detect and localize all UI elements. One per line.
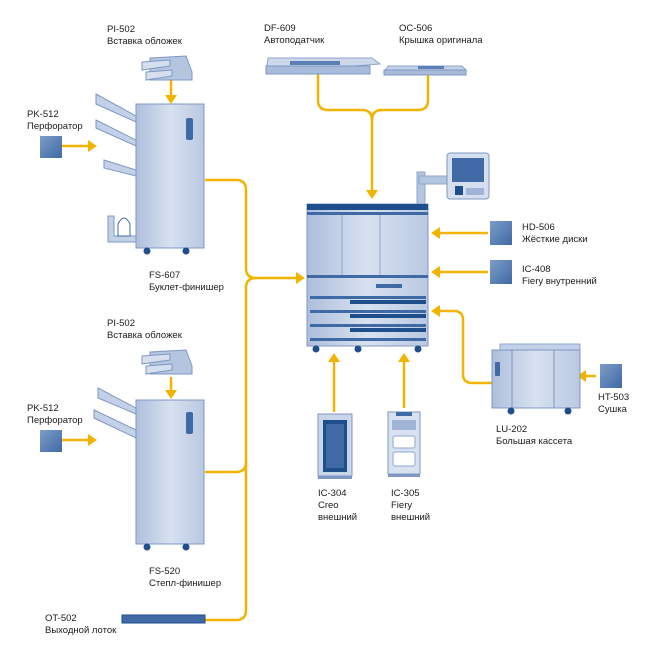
label-code: FS-607 (149, 270, 181, 281)
ic408-device (490, 260, 512, 284)
label-name: Fiery (391, 500, 413, 511)
arrow-ic305 (398, 353, 410, 362)
label-name: Буклет-финишер (149, 282, 224, 293)
label-code: PI-502 (107, 318, 135, 329)
label-code: OT-502 (45, 613, 77, 624)
label-ic408: IC-408 Fiery внутренний (522, 264, 597, 288)
label-code: FS-520 (149, 566, 181, 577)
label-code: HT-503 (598, 392, 630, 403)
label-name: Перфоратор (27, 415, 83, 426)
label-fs520: FS-520 Степл-финишер (149, 566, 221, 590)
arrow-lu202 (431, 305, 440, 317)
connector-fs607 (205, 178, 296, 280)
arrow-ic304 (328, 353, 340, 362)
label-name-2: внешний (318, 512, 358, 523)
label-ic304: IC-304 Creo внешний (318, 488, 357, 524)
label-fs607: FS-607 Буклет-финишер (149, 270, 224, 294)
ic304-device (317, 413, 353, 479)
ic305-device (387, 411, 421, 477)
arrow-df609 (366, 190, 378, 199)
main-mfp-device (306, 152, 490, 353)
label-name: Степл-финишер (149, 578, 222, 589)
label-pk512-top: PK-512 Перфоратор (27, 109, 83, 133)
connector-df609 (316, 74, 374, 190)
label-code: PK-512 (27, 109, 59, 120)
pk512-top-device (40, 136, 62, 158)
label-code: OC-506 (399, 23, 433, 34)
label-name: Крышка оригинала (399, 35, 483, 46)
label-name: Автоподатчик (264, 35, 325, 46)
label-pi502-top: PI-502 Вставка обложек (107, 24, 182, 48)
label-name: Жёсткие диски (522, 234, 588, 245)
label-name-2: внешний (391, 512, 431, 523)
fs520-device (93, 349, 205, 551)
label-pi502-bottom: PI-502 Вставка обложек (107, 318, 182, 342)
connector-lu202 (440, 309, 492, 385)
arrow-pk512-top (88, 140, 97, 152)
label-code: IC-305 (391, 488, 420, 499)
df609-device (265, 57, 382, 75)
arrow-ic408 (431, 266, 440, 278)
ht503-device (600, 364, 622, 388)
connector-ot502 (205, 462, 248, 622)
arrow-hd506 (431, 227, 440, 239)
label-code: DF-609 (264, 23, 296, 34)
label-name: Сушка (598, 404, 627, 415)
label-lu202: LU-202 Большая кассета (496, 424, 572, 448)
label-name: Creo (318, 500, 339, 511)
connector-fs520 (205, 276, 257, 474)
label-code: PI-502 (107, 24, 135, 35)
hd506-device (490, 221, 512, 245)
arrow-pi502-bottom (165, 390, 177, 399)
label-name: Выходной лоток (45, 625, 117, 636)
connector-arrowheads (88, 95, 586, 446)
connector-oc506 (370, 74, 430, 121)
label-pk512-bottom: PK-512 Перфоратор (27, 403, 83, 427)
arrow-ht503 (577, 370, 586, 382)
label-hd506: HD-506 Жёсткие диски (522, 222, 588, 246)
label-code: HD-506 (522, 222, 555, 233)
arrow-pi502-top (165, 95, 177, 104)
label-ht503: HT-503 Сушка (598, 392, 629, 416)
label-code: IC-408 (522, 264, 551, 275)
label-ot502: OT-502 Выходной лоток (45, 613, 116, 637)
arrow-pk512-bottom (88, 434, 97, 446)
label-ic305: IC-305 Fiery внешний (391, 488, 430, 524)
label-oc506: OC-506 Крышка оригинала (399, 23, 483, 47)
label-name: Fiery внутренний (522, 276, 597, 287)
label-name: Вставка обложек (107, 36, 182, 47)
oc506-device (383, 65, 468, 76)
label-code: PK-512 (27, 403, 59, 414)
fs607-device (95, 55, 205, 255)
lu202-device (491, 343, 581, 415)
arrow-fs-trunk (296, 272, 305, 284)
ot502-device (121, 614, 206, 624)
connector-lines (62, 74, 596, 622)
label-name: Перфоратор (27, 121, 83, 132)
label-name: Вставка обложек (107, 330, 182, 341)
label-df609: DF-609 Автоподатчик (264, 23, 324, 47)
label-code: LU-202 (496, 424, 528, 435)
pk512-bottom-device (40, 430, 62, 452)
label-code: IC-304 (318, 488, 347, 499)
label-name: Большая кассета (496, 436, 573, 447)
